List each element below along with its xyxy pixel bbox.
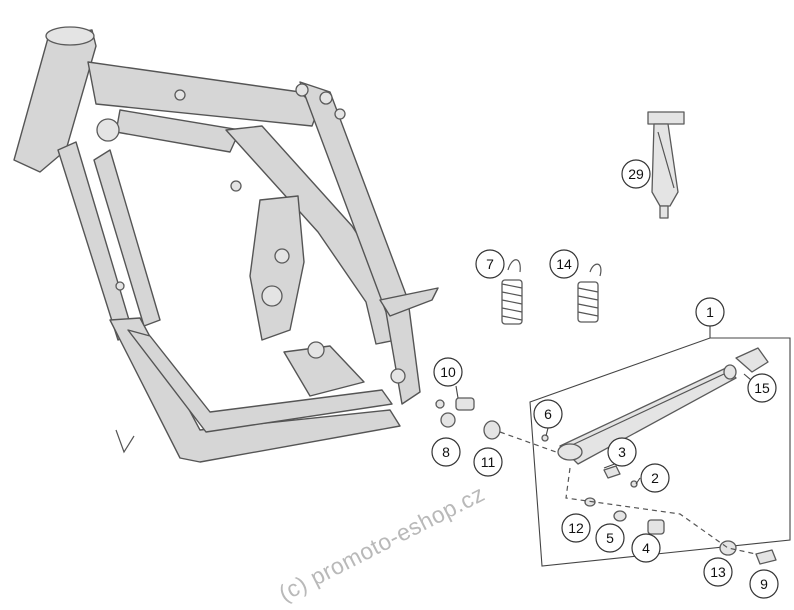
callout-8: 8 <box>431 437 461 467</box>
callout-14: 14 <box>549 249 579 279</box>
callout-1: 1 <box>695 297 725 327</box>
callout-14-label: 14 <box>556 256 572 272</box>
callout-7: 7 <box>475 249 505 279</box>
callout-3-label: 3 <box>618 444 626 460</box>
callout-13-label: 13 <box>710 564 726 580</box>
stand-foot-15 <box>735 347 769 373</box>
callout-12-label: 12 <box>568 520 584 536</box>
callout-10: 10 <box>433 357 463 387</box>
tool-29 <box>647 111 685 219</box>
callout-4-label: 4 <box>642 540 650 556</box>
spring-7 <box>501 259 523 325</box>
callout-6-label: 6 <box>544 406 552 422</box>
side-stand-assembly-box <box>529 337 791 567</box>
spring-14 <box>577 263 602 323</box>
callout-11: 11 <box>473 447 503 477</box>
callout-5: 5 <box>595 523 625 553</box>
callout-15: 15 <box>747 373 777 403</box>
callout-12: 12 <box>561 513 591 543</box>
callout-29: 29 <box>621 159 651 189</box>
callout-9-label: 9 <box>760 576 768 592</box>
callout-11-label: 11 <box>481 454 496 470</box>
callout-2-label: 2 <box>651 470 659 486</box>
callout-7-label: 7 <box>486 256 494 272</box>
callout-2: 2 <box>640 463 670 493</box>
callout-29-label: 29 <box>628 166 644 182</box>
callout-1-label: 1 <box>706 304 714 320</box>
callout-8-label: 8 <box>442 444 450 460</box>
callout-3: 3 <box>607 437 637 467</box>
callout-10-label: 10 <box>440 364 456 380</box>
callout-4: 4 <box>631 533 661 563</box>
callout-5-label: 5 <box>606 530 614 546</box>
callout-9: 9 <box>749 569 779 599</box>
callout-13: 13 <box>703 557 733 587</box>
callout-15-label: 15 <box>754 380 770 396</box>
callout-6: 6 <box>533 399 563 429</box>
side-stand-1 <box>557 364 737 465</box>
motorcycle-frame <box>13 26 439 463</box>
watermark-text: (c) promoto-eshop.cz <box>274 480 488 606</box>
